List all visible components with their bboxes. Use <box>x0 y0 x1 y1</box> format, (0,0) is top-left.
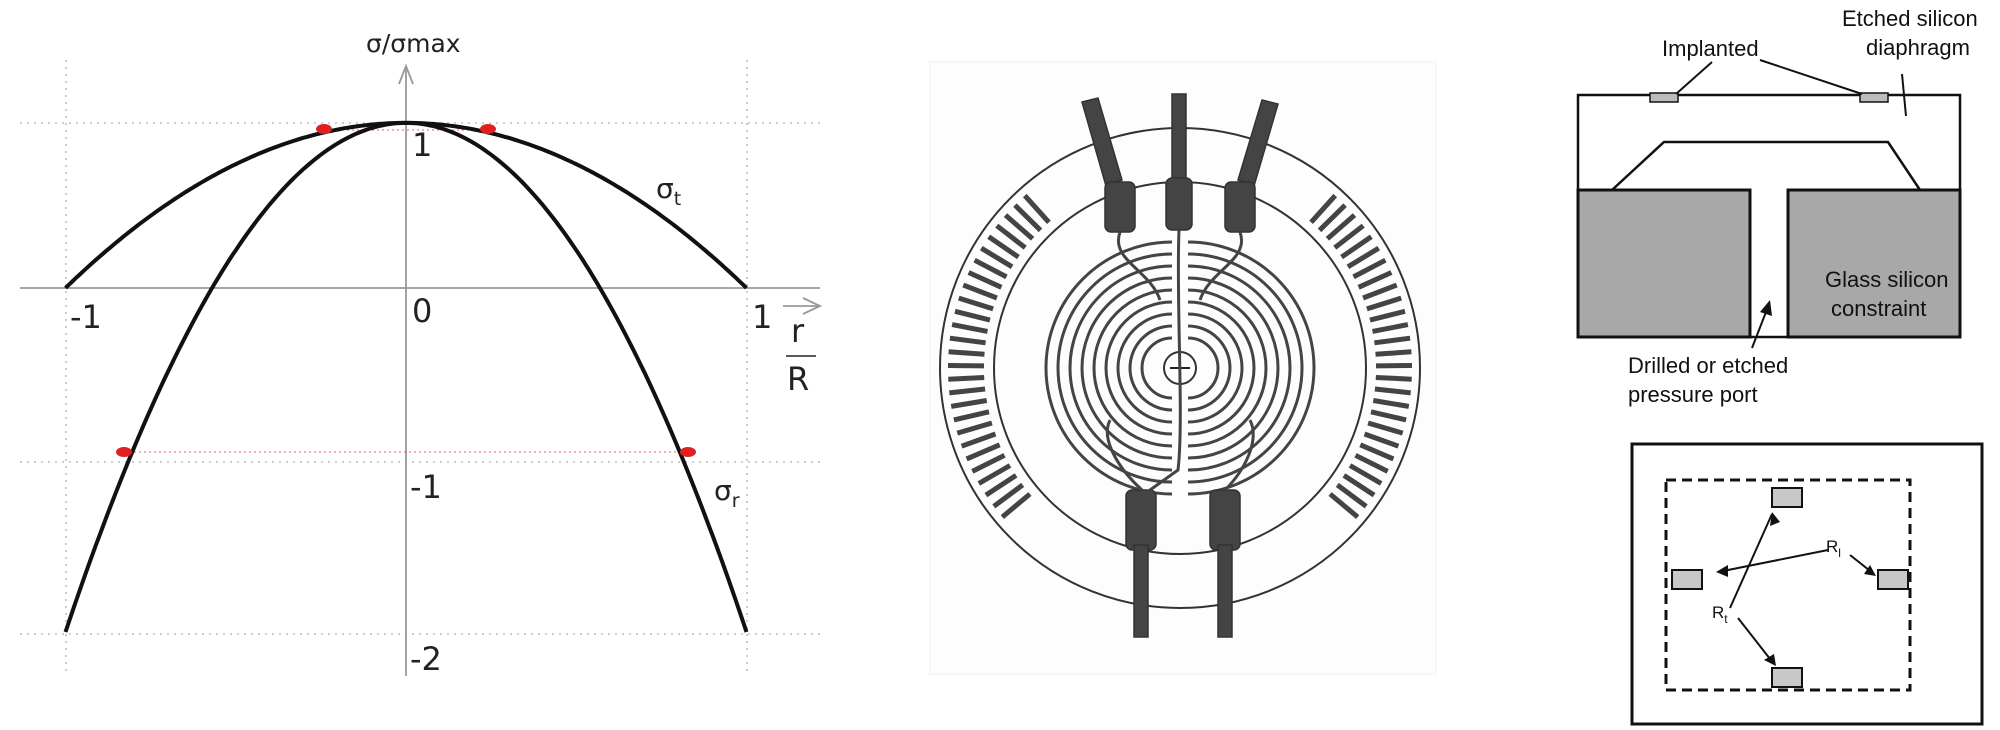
diaphragm-outline <box>1664 478 1912 692</box>
axes <box>20 63 823 676</box>
strain-gauge-rosette-icon <box>929 61 1437 675</box>
pad-bottom-left <box>1125 489 1157 551</box>
sensor-top-view <box>1630 442 1984 726</box>
spiral-ring-right <box>1187 312 1244 424</box>
pressure-port-label-line2: pressure port <box>1628 382 1758 407</box>
connector-bl <box>1105 419 1144 492</box>
pressure-port-label-line1: Drilled or etched <box>1628 353 1788 378</box>
pad-bottom-right <box>1209 489 1241 551</box>
rosette-connectors <box>1105 229 1255 492</box>
implanted-resistor-left <box>1649 92 1679 103</box>
plot-svg: σ/σmax -1 0 1 1 -1 -2 r R σt σr <box>20 29 823 678</box>
resistor-right <box>1877 569 1909 590</box>
glass-constraint-label-line2: constraint <box>1831 296 1926 321</box>
glass-constraint-label-line1: Glass silicon <box>1825 267 1948 292</box>
lead-bottom-right <box>1217 544 1233 638</box>
spiral-ring-left <box>1068 264 1173 472</box>
pad-top-left <box>1104 181 1136 233</box>
tangential-grid-right <box>1309 193 1413 520</box>
spiral-ring-left <box>1092 288 1173 448</box>
connector-br <box>1223 419 1255 492</box>
x-tick-0: 0 <box>412 292 432 330</box>
connector-tl <box>1116 231 1162 301</box>
x-axis-label-r: r <box>791 312 805 350</box>
arrow-rt-top <box>1729 513 1773 609</box>
arrow-rt-bottom <box>1737 617 1775 665</box>
pad-top-right <box>1224 181 1256 233</box>
implanted-leader-left <box>1675 61 1713 95</box>
spiral-ring-left <box>1116 312 1173 424</box>
lead-bottom-left <box>1133 544 1149 638</box>
tangential-grid-left <box>947 193 1051 520</box>
lead-top-left <box>1081 97 1123 187</box>
implanted-resistor-right <box>1859 92 1889 103</box>
spiral-ring-right <box>1187 300 1256 436</box>
rt-label: Rt <box>1712 603 1728 626</box>
connector-center <box>1149 229 1182 492</box>
y-axis-arrow <box>398 63 414 85</box>
marker-bottom-left <box>116 447 132 457</box>
rl-label: Rl <box>1826 537 1841 560</box>
port-arrowhead <box>1760 300 1772 316</box>
x-axis-label-R: R <box>787 360 809 398</box>
y-tick-minus1: -1 <box>410 468 442 506</box>
spiral-ring-left <box>1080 276 1173 460</box>
sigma-t-label: σt <box>656 172 681 210</box>
y-axis-label: σ/σmax <box>366 29 461 58</box>
diaphragm-cavity <box>1611 140 1922 191</box>
implanted-label: Implanted <box>1662 36 1759 61</box>
diaphragm-leader <box>1901 73 1907 117</box>
etched-diaphragm-label-line2: diaphragm <box>1866 35 1970 60</box>
spiral-ring-right <box>1187 324 1232 412</box>
sigma-r-curve <box>63 120 749 633</box>
x-tick-minus1: -1 <box>70 298 102 336</box>
spiral-ring-left <box>1104 300 1173 436</box>
spiral-ring-right <box>1187 264 1292 472</box>
sensor-cross-section <box>1576 59 1962 349</box>
port-leader <box>1751 311 1767 349</box>
glass-block-right <box>1786 188 1962 339</box>
spiral-ring-right <box>1187 276 1280 460</box>
sigma-r-label: σr <box>714 474 740 512</box>
sensor-svg: Implanted Etched silicon diaphragm Glass… <box>1576 6 1984 726</box>
rosette-leads <box>1081 93 1279 638</box>
arrow-rl-left <box>1717 549 1829 573</box>
spiral-ring-left <box>1044 240 1173 496</box>
stress-distribution-plot: σ/σmax -1 0 1 1 -1 -2 r R σt σr <box>0 0 860 730</box>
lead-top-center <box>1171 93 1187 185</box>
spiral-ring-left <box>1056 252 1173 484</box>
spiral-ring-right <box>1187 336 1220 400</box>
resistor-top <box>1771 487 1803 508</box>
marker-top-right <box>480 124 496 134</box>
intersection-markers <box>116 124 696 457</box>
spiral-ring-right <box>1187 288 1268 448</box>
implanted-leader-right <box>1759 59 1863 95</box>
y-tick-1: 1 <box>412 126 432 164</box>
marker-bottom-right <box>680 447 696 457</box>
strain-gauge-rosette-figure <box>920 0 1450 730</box>
spiral-ring-right <box>1187 240 1316 496</box>
spiral-ring-left <box>1140 336 1173 400</box>
etched-diaphragm-label-line1: Etched silicon <box>1842 6 1978 31</box>
x-axis-arrowhead <box>802 297 823 315</box>
x-tick-1: 1 <box>752 298 772 336</box>
resistor-bottom <box>1771 667 1803 688</box>
connector-tr <box>1198 231 1244 301</box>
resistor-arrowheads <box>1716 512 1876 666</box>
pad-top-center <box>1165 177 1193 231</box>
marker-connectors <box>124 129 688 453</box>
y-tick-minus2: -2 <box>410 640 442 678</box>
resistor-left <box>1671 569 1703 590</box>
spiral-ring-left <box>1128 324 1173 412</box>
glass-block-left <box>1576 188 1752 339</box>
tangential-grid-elements <box>947 193 1413 520</box>
pressure-sensor-figure: Implanted Etched silicon diaphragm Glass… <box>1500 0 2000 730</box>
marker-top-left <box>316 124 332 134</box>
